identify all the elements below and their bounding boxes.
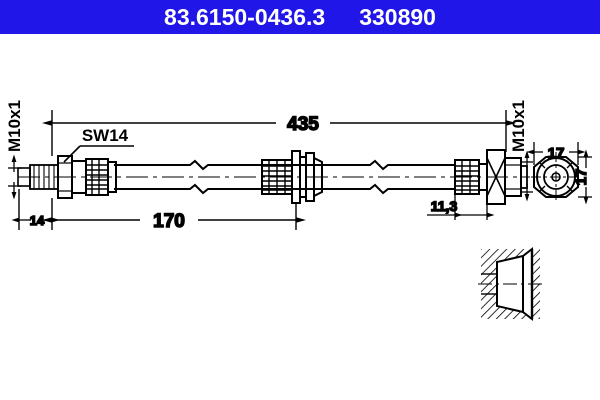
reference-number: 330890 <box>359 3 436 30</box>
dimension-17-height-label: 17 <box>573 169 590 186</box>
right-thread-dimension-ticks <box>504 150 533 204</box>
dimension-170-label: 170 <box>153 211 185 232</box>
header-banner: 83.6150-0436.3 330890 <box>0 0 600 34</box>
drawing-svg: 435 170 14 <box>5 100 592 322</box>
hose-assembly: 435 170 14 <box>8 110 592 322</box>
dimension-overall-length <box>42 110 516 156</box>
dimension-endview-height <box>578 149 592 205</box>
label-thread-right: M10x1 <box>509 100 528 152</box>
dimension-435-label: 435 <box>287 114 319 135</box>
dimension-17-width-label: 17 <box>548 145 565 162</box>
part-number: 83.6150-0436.3 <box>164 3 326 30</box>
left-thread-dimension-ticks <box>8 154 22 200</box>
section-detail-view <box>478 246 542 322</box>
dimension-length-170 <box>18 189 306 230</box>
dimension-length-113 <box>427 194 495 220</box>
dimension-14-label: 14 <box>30 213 45 228</box>
dimension-11-3-label: 11,3 <box>431 198 458 214</box>
sw14-leader-line <box>63 145 134 163</box>
end-view-front <box>531 152 581 202</box>
dimension-endview-width <box>526 142 586 165</box>
hose-tube <box>114 159 455 195</box>
left-end-fitting <box>17 155 117 199</box>
technical-drawing-canvas: 435 170 14 <box>0 34 600 400</box>
middle-bracket-fitting <box>261 150 323 204</box>
label-wrench-size: SW14 <box>82 126 129 145</box>
label-thread-left: M10x1 <box>5 100 24 152</box>
